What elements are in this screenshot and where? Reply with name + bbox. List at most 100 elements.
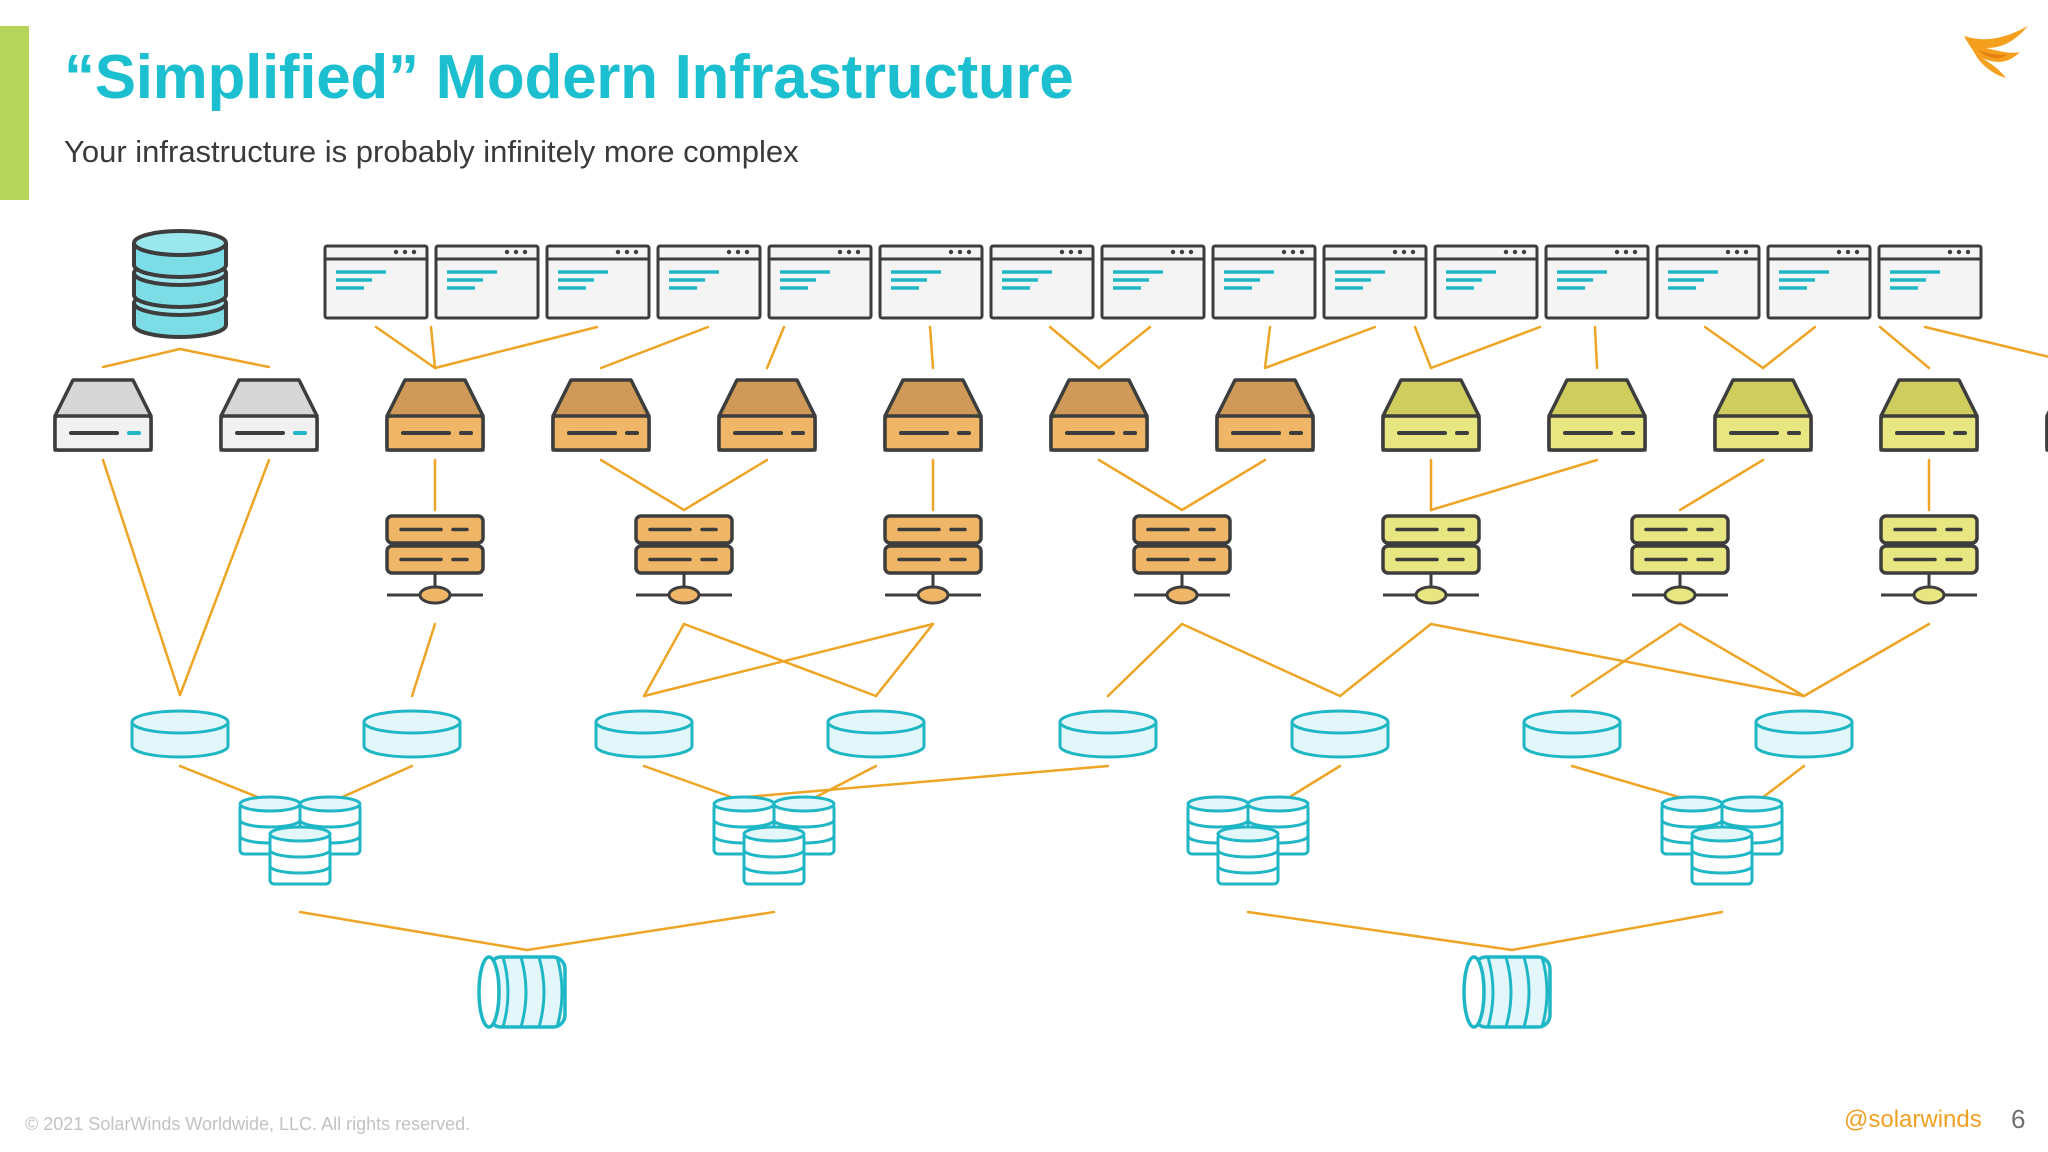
network-server-icon <box>1630 514 1730 605</box>
connection-line <box>874 622 935 698</box>
connection-line <box>1097 458 1184 512</box>
cylinder-storage-icon <box>1462 955 1552 1029</box>
browser-window-icon <box>1100 244 1206 320</box>
disk-icon <box>1754 709 1854 759</box>
browser-window-icon <box>434 244 540 320</box>
disk-icon <box>362 709 462 759</box>
hard-drive-icon <box>1713 378 1813 452</box>
network-server-icon <box>883 514 983 605</box>
connection-line <box>1286 764 1342 800</box>
connection-line <box>298 910 529 952</box>
connection-line <box>178 764 262 800</box>
page-number: 6 <box>2011 1104 2026 1134</box>
connection-line <box>178 458 271 697</box>
accent-bar <box>0 26 29 200</box>
copyright-text: © 2021 SolarWinds Worldwide, LLC. All ri… <box>25 1114 471 1134</box>
connection-line <box>1180 458 1267 512</box>
connection-line <box>1413 325 1433 370</box>
connection-line <box>1263 325 1377 370</box>
slide-subtitle: Your infrastructure is probably infinite… <box>64 134 799 169</box>
hard-drive-icon <box>551 378 651 452</box>
storage-cluster-icon <box>238 795 362 886</box>
browser-window-icon <box>1766 244 1872 320</box>
connection-lines <box>101 325 2048 952</box>
disk-icon <box>594 709 694 759</box>
network-server-icon <box>385 514 485 605</box>
storage-cluster-icon <box>1186 795 1310 886</box>
connection-line <box>433 325 599 370</box>
browser-window-icon <box>989 244 1095 320</box>
connection-line <box>1878 325 1931 370</box>
slide-title: “Simplified” Modern Infrastructure <box>64 43 1074 112</box>
browser-window-icon <box>1211 244 1317 320</box>
connection-line <box>642 622 935 698</box>
connection-line <box>1760 764 1806 800</box>
disk-icon <box>1522 709 1622 759</box>
connection-line <box>765 325 786 370</box>
connection-line <box>1106 622 1184 698</box>
connection-line <box>599 325 710 370</box>
browser-window-icon <box>1655 244 1761 320</box>
connection-line <box>410 622 437 698</box>
connection-line <box>525 910 776 952</box>
hard-drive-icon <box>1049 378 1149 452</box>
browser-window-icon <box>878 244 984 320</box>
hard-drive-icon <box>717 378 817 452</box>
connection-line <box>1510 910 1724 952</box>
disk-icon <box>1058 709 1158 759</box>
connection-line <box>599 458 686 512</box>
hard-drive-icon <box>883 378 983 452</box>
network-server-icon <box>634 514 734 605</box>
connection-line <box>1678 622 1806 698</box>
browser-window-icon <box>656 244 762 320</box>
connection-line <box>1802 622 1931 698</box>
connection-line <box>1593 325 1599 370</box>
connection-line <box>1923 325 2048 358</box>
browser-window-icon <box>545 244 651 320</box>
connection-line <box>101 458 182 697</box>
disk-icon <box>826 709 926 759</box>
diagram-nodes <box>53 229 2048 1029</box>
connection-line <box>1429 458 1599 512</box>
connection-line <box>1263 325 1272 370</box>
connection-line <box>1097 325 1152 370</box>
network-server-icon <box>1381 514 1481 605</box>
connection-line <box>642 622 686 698</box>
hard-drive-icon <box>1879 378 1979 452</box>
network-server-icon <box>1132 514 1232 605</box>
hard-drive-icon <box>219 378 319 452</box>
solarwinds-flame-icon <box>1964 26 2028 78</box>
hard-drive-icon <box>1215 378 1315 452</box>
connection-line <box>928 325 935 370</box>
browser-window-icon <box>1877 244 1983 320</box>
connection-line <box>1246 910 1514 952</box>
disk-icon <box>1290 709 1390 759</box>
hard-drive-icon <box>53 378 153 452</box>
hard-drive-icon <box>1381 378 1481 452</box>
browser-window-icon <box>1544 244 1650 320</box>
connection-line <box>1570 764 1684 800</box>
connection-line <box>1180 622 1342 698</box>
connection-line <box>732 764 1110 800</box>
social-handle-link[interactable]: @solarwinds <box>1844 1106 1982 1133</box>
disk-icon <box>130 709 230 759</box>
connection-line <box>682 458 769 512</box>
connection-line <box>1048 325 1101 370</box>
hard-drive-icon <box>1547 378 1647 452</box>
connection-line <box>178 347 271 369</box>
storage-cluster-icon <box>712 795 836 886</box>
cylinder-storage-icon <box>477 955 567 1029</box>
connection-line <box>682 622 878 698</box>
connection-line <box>1761 325 1817 370</box>
connection-line <box>374 325 437 370</box>
connection-line <box>338 764 414 800</box>
browser-window-icon <box>767 244 873 320</box>
connection-line <box>1678 458 1765 512</box>
connection-line <box>1429 325 1542 370</box>
browser-window-icon <box>323 244 429 320</box>
connection-line <box>1338 622 1433 698</box>
browser-window-icon <box>1322 244 1428 320</box>
network-server-icon <box>1879 514 1979 605</box>
connection-line <box>1570 622 1682 698</box>
